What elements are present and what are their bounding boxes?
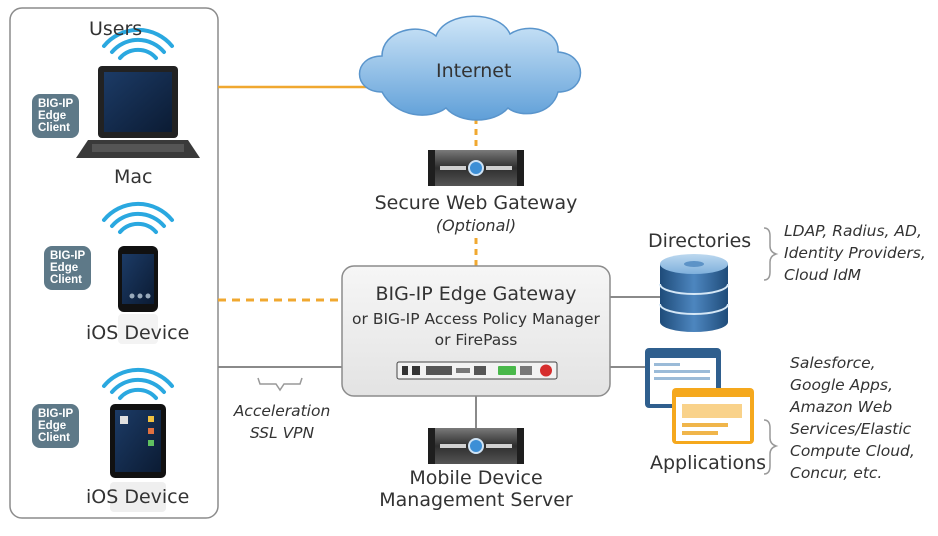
edge-client-badge: BIG-IP Edge Client <box>32 94 80 138</box>
badge-line: Edge <box>38 110 67 122</box>
directory-note: Cloud IdM <box>784 266 861 284</box>
directories-brace <box>763 227 779 281</box>
mdm-server-icon <box>428 428 524 464</box>
badge-line: Edge <box>38 420 67 432</box>
mdm-label-line2: Management Server <box>379 489 573 511</box>
edge-client-badge: BIG-IP Edge Client <box>44 246 92 290</box>
secure-web-gateway-label: Secure Web Gateway <box>374 192 578 214</box>
badge-line: Client <box>38 122 70 134</box>
secure-web-gateway-server-icon <box>428 150 524 186</box>
link-note-ssl-vpn: SSL VPN <box>249 424 315 442</box>
directories-label: Directories <box>648 230 752 252</box>
application-note: Concur, etc. <box>790 464 883 482</box>
directories-database-icon <box>659 254 729 332</box>
internet-label: Internet <box>436 60 512 82</box>
edge-gateway-line3: or FirePass <box>434 331 518 349</box>
badge-line: BIG-IP <box>38 98 74 110</box>
application-note: Compute Cloud, <box>790 442 915 460</box>
badge-line: Edge <box>50 262 79 274</box>
secure-web-gateway-sublabel: (Optional) <box>435 216 517 235</box>
directory-note: Identity Providers, <box>784 244 926 262</box>
phone-icon <box>118 246 158 344</box>
badge-line: BIG-IP <box>50 250 86 262</box>
badge-line: Client <box>38 432 70 444</box>
users-title: Users <box>89 18 143 40</box>
application-note: Services/Elastic <box>790 420 912 438</box>
application-note: Amazon Web <box>790 398 893 416</box>
laptop-icon <box>76 66 200 158</box>
internet-cloud <box>358 15 582 121</box>
ssl-vpn-bracket <box>257 377 303 392</box>
wifi-icon <box>102 368 174 400</box>
tablet-icon <box>110 404 166 512</box>
applications-label: Applications <box>650 452 767 474</box>
edge-client-badge: BIG-IP Edge Client <box>32 404 80 448</box>
applications-brace <box>763 419 779 475</box>
link-note-acceleration: Acceleration <box>233 402 331 420</box>
device-label-ios: iOS Device <box>86 486 190 508</box>
mdm-label-line1: Mobile Device <box>409 467 543 489</box>
edge-gateway-line2: or BIG-IP Access Policy Manager <box>352 310 600 328</box>
application-note: Salesforce, <box>790 354 876 372</box>
wifi-icon <box>102 28 174 60</box>
device-label-ios: iOS Device <box>86 322 190 344</box>
wifi-icon <box>102 202 174 234</box>
appliance-icon <box>396 361 558 380</box>
application-note: Google Apps, <box>790 376 893 394</box>
directory-note: LDAP, Radius, AD, <box>784 222 922 240</box>
device-label-mac: Mac <box>114 166 153 188</box>
badge-line: Client <box>50 274 82 286</box>
badge-line: BIG-IP <box>38 408 74 420</box>
applications-icon <box>645 348 754 444</box>
edge-gateway-title: BIG-IP Edge Gateway <box>375 283 577 305</box>
